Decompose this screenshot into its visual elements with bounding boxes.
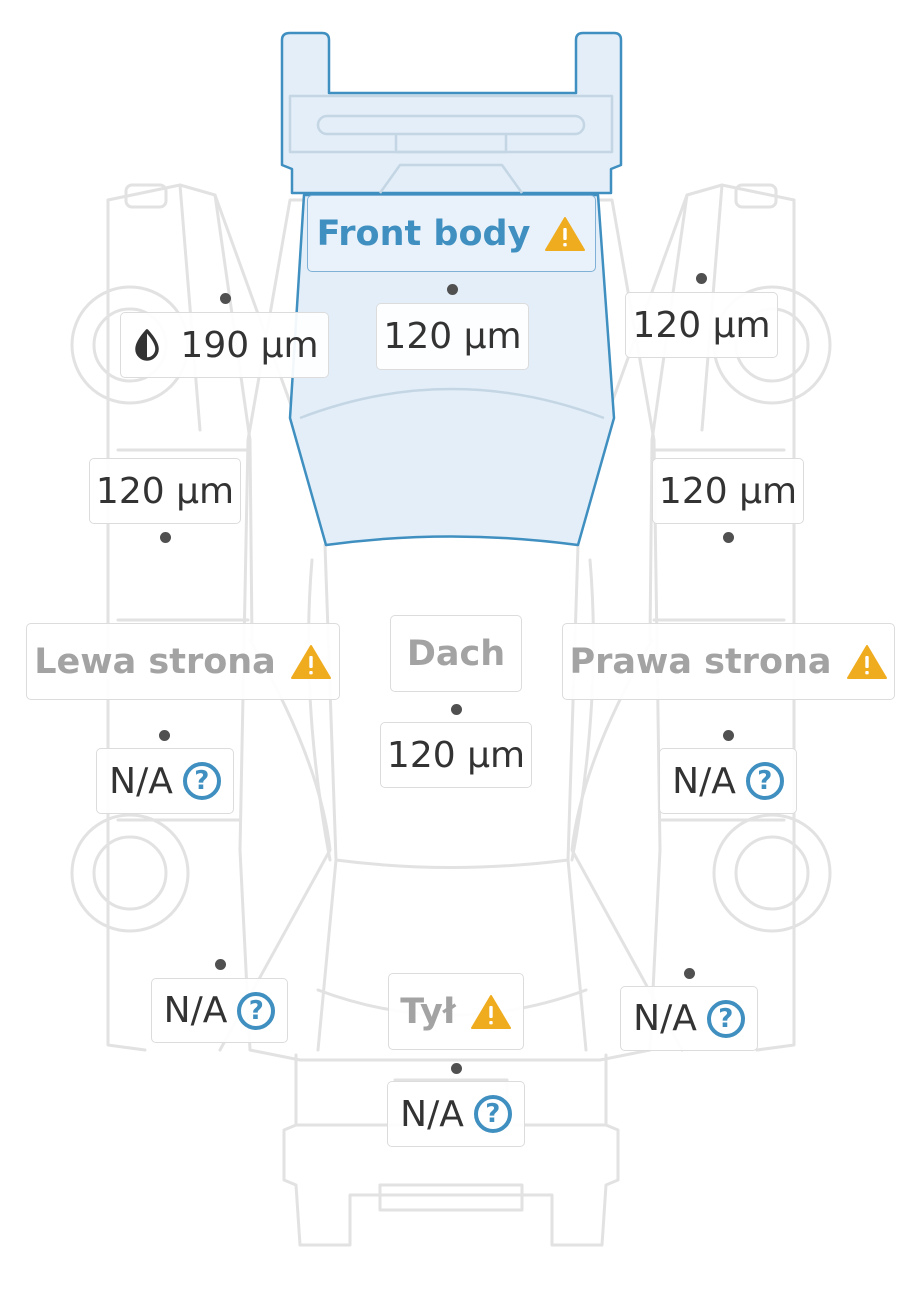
measurement-roof[interactable]: 120 µm [380, 722, 532, 788]
left-front-door-anchor-dot [159, 531, 171, 543]
measurement-right-front-door-value: 120 µm [658, 470, 798, 512]
zone-rear-label: Tył [400, 991, 456, 1032]
measurement-right-rear-door-value: N/A [672, 760, 736, 802]
measurement-right-front-door[interactable]: 120 µm [652, 458, 804, 524]
right-rear-quarter-anchor-dot [683, 967, 695, 979]
zone-roof-label: Dach [406, 633, 506, 674]
left-rear-quarter-anchor-dot [214, 958, 226, 970]
question-circle-icon[interactable]: ? [706, 999, 745, 1038]
warning-triangle-icon [545, 216, 586, 251]
left-rear-door-anchor-dot [158, 729, 170, 741]
zone-left-side-label: Lewa strona [34, 641, 276, 682]
right-rear-door-anchor-dot [722, 729, 734, 741]
question-circle-icon[interactable]: ? [473, 1095, 512, 1133]
measurement-front-right-fender-value: 120 µm [632, 304, 771, 346]
measurement-left-front-door[interactable]: 120 µm [89, 458, 241, 524]
zone-roof[interactable]: Dach [390, 615, 522, 692]
measurement-front-left-fender-value: 190 µm [180, 324, 319, 366]
paint-drop-icon [135, 329, 160, 361]
question-circle-icon[interactable]: ? [237, 991, 276, 1030]
question-circle-icon[interactable]: ? [182, 762, 221, 800]
zone-left-side[interactable]: Lewa strona [26, 623, 340, 700]
measurement-left-front-door-value: 120 µm [95, 470, 235, 512]
zone-front-body[interactable]: Front body [307, 195, 596, 272]
measurement-right-rear-quarter[interactable]: N/A ? [620, 986, 758, 1051]
warning-triangle-icon [470, 994, 511, 1029]
measurement-front-left-fender[interactable]: 190 µm [120, 312, 329, 378]
measurement-roof-value: 120 µm [386, 734, 526, 776]
measurement-trunk-value: N/A [400, 1093, 464, 1135]
measurement-hood[interactable]: 120 µm [376, 303, 529, 370]
zone-rear[interactable]: Tył [388, 973, 524, 1050]
measurement-trunk[interactable]: N/A ? [387, 1081, 525, 1147]
roof-anchor-dot [450, 703, 462, 715]
front-right-fender-anchor-dot [695, 272, 707, 284]
measurement-right-rear-quarter-value: N/A [633, 998, 697, 1039]
right-front-door-anchor-dot [722, 531, 734, 543]
zone-right-side[interactable]: Prawa strona [562, 623, 895, 700]
measurement-left-rear-quarter[interactable]: N/A ? [151, 978, 288, 1043]
trunk-anchor-dot [450, 1062, 462, 1074]
warning-triangle-icon [846, 644, 887, 679]
measurement-front-right-fender[interactable]: 120 µm [625, 292, 778, 358]
hood-anchor-dot [446, 283, 458, 295]
warning-triangle-icon [290, 644, 331, 679]
measurement-left-rear-door[interactable]: N/A ? [96, 748, 234, 814]
measurement-left-rear-door-value: N/A [109, 760, 173, 802]
measurement-left-rear-quarter-value: N/A [163, 990, 228, 1031]
front-left-fender-anchor-dot [219, 292, 231, 304]
measurement-right-rear-door[interactable]: N/A ? [659, 748, 797, 814]
measurement-hood-value: 120 µm [383, 316, 522, 357]
zone-front-body-label: Front body [316, 213, 531, 254]
zone-right-side-label: Prawa strona [569, 641, 832, 682]
question-circle-icon[interactable]: ? [745, 762, 784, 800]
